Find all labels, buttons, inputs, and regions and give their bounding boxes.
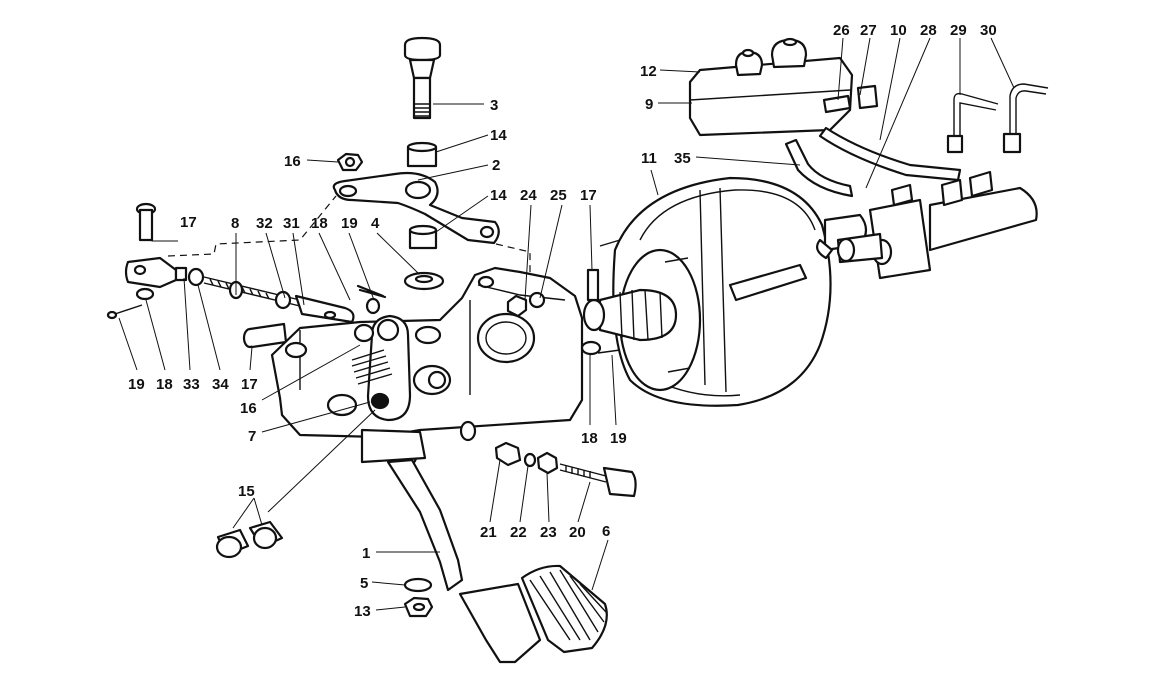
callout-17: 17 [180,214,197,231]
callout-24: 24 [520,187,537,204]
dashed-line-clevis [167,195,337,257]
part-5-washer [403,577,433,593]
callout-3: 3 [490,97,498,114]
callout-16: 16 [284,153,301,170]
callout-30: 30 [980,22,997,39]
part-3-pivot-pin [403,36,442,120]
part-10-hose [818,126,962,182]
part-11-brake-booster [582,176,868,407]
part-24-nut [506,294,528,318]
part-18-washer-right [580,340,602,356]
callout-8: 8 [231,215,239,232]
part-6-pedal-pad [520,564,608,654]
part-21-nut [494,441,522,467]
part-27-bracket [856,84,879,110]
part-19-screw-left [106,304,143,320]
callout-5: 5 [360,575,368,592]
part-14-bushing-upper [406,141,438,168]
part-23-nut [536,451,559,475]
callout-17: 17 [241,376,258,393]
part-18-washer-left [135,287,155,301]
callout-14: 14 [490,127,507,144]
callout-28: 28 [920,22,937,39]
callout-9: 9 [645,96,653,113]
part-26-banjo-bolt [822,94,852,114]
callout-labels: 3 14 16 2 14 17 8 32 31 18 19 4 24 25 17… [128,22,997,620]
part-16-return-spring [351,323,393,385]
callout-2: 2 [492,157,500,174]
callout-17: 17 [580,187,597,204]
callout-18: 18 [311,215,328,232]
callout-16: 16 [240,400,257,417]
part-2-lever-arm [332,171,500,245]
callout-33: 33 [183,376,200,393]
callout-18: 18 [156,376,173,393]
part-25-washer [528,291,546,309]
part-30-brake-pipe [1002,83,1049,154]
callout-7: 7 [248,428,256,445]
callout-35: 35 [674,150,691,167]
callout-21: 21 [480,524,497,541]
callout-23: 23 [540,524,557,541]
callout-34: 34 [212,376,229,393]
callout-11: 11 [641,150,657,167]
part-4-washer [403,271,445,291]
part-1-pedal-arm [386,458,542,664]
part-20-adjuster-bolt [559,463,637,498]
part-9-reservoir [688,37,854,137]
part-15-bushings [215,520,284,559]
part-19-split-pin-center [356,284,387,299]
part-17-pin-right [586,268,600,302]
pedal-box-housing [270,266,584,466]
callout-26: 26 [833,22,850,39]
part-18-washer-center [365,297,381,315]
part-13-nut [403,596,434,618]
callout-25: 25 [550,187,567,204]
leader-lines [118,37,1015,611]
part-16-nut-top [336,152,364,172]
part-17-pin-lower [242,322,288,349]
callout-19: 19 [341,215,358,232]
part-22-washer [523,452,537,468]
master-cylinder [836,170,1038,280]
callout-29: 29 [950,22,967,39]
callout-15: 15 [238,483,255,500]
callout-14: 14 [490,187,507,204]
callout-20: 20 [569,524,586,541]
callout-22: 22 [510,524,527,541]
part-35-hose [784,138,854,198]
callout-27: 27 [860,22,877,39]
callout-18: 18 [581,430,598,447]
callout-6: 6 [602,523,610,540]
callout-31: 31 [283,215,300,232]
part-17-clevis-pin-left [135,202,157,242]
callout-12: 12 [640,63,657,80]
callout-4: 4 [371,215,380,232]
callout-19: 19 [128,376,145,393]
callout-13: 13 [354,603,371,620]
part-29-brake-pipe [946,92,999,154]
callout-10: 10 [890,22,907,39]
callout-19: 19 [610,430,627,447]
part-pushrod-assembly [124,256,355,324]
callout-32: 32 [256,215,273,232]
callout-1: 1 [362,545,370,562]
part-14-bushing-lower [408,224,438,250]
